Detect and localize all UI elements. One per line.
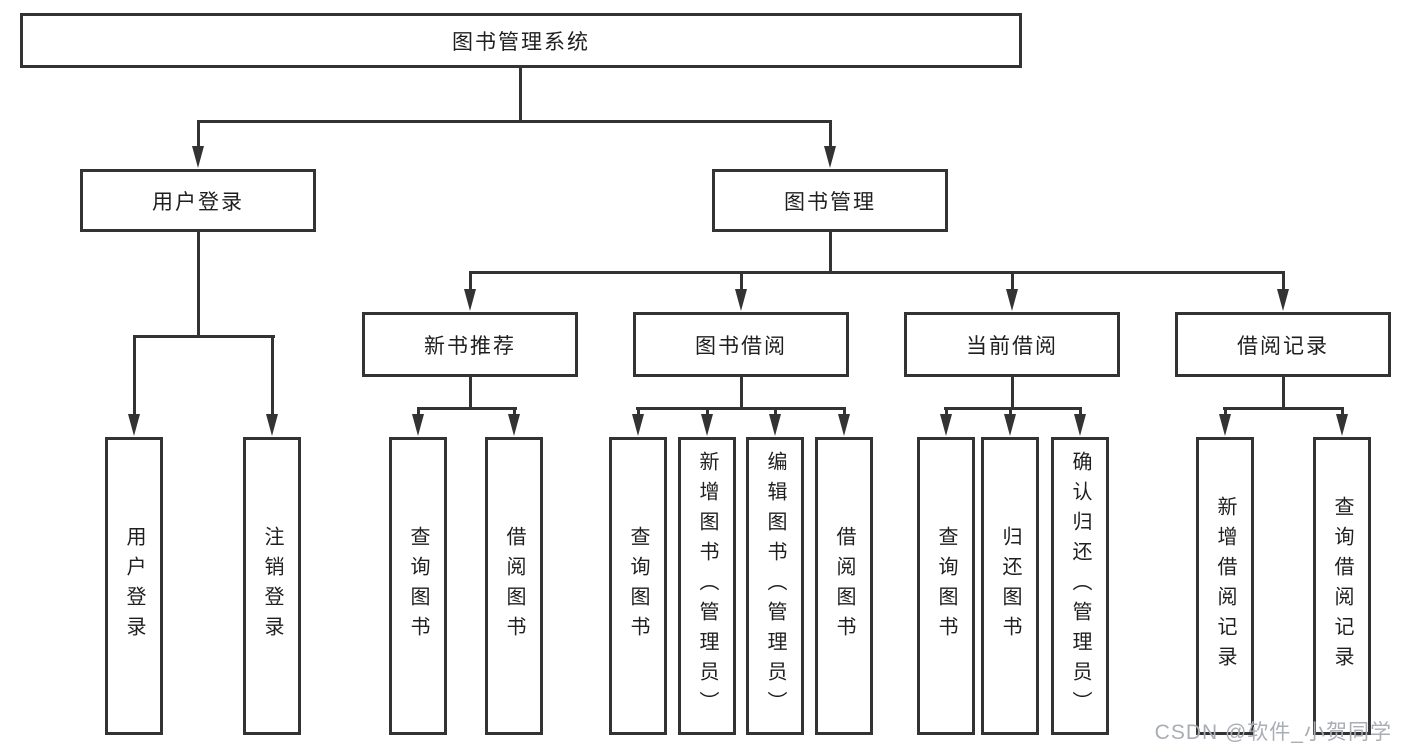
leaf-logout: 注销登录 [243, 437, 301, 735]
root-arrow-stem-right [829, 120, 832, 148]
node-book-management-label: 图书管理 [784, 190, 876, 214]
leaf-nbr-query-book: 查询图书 [389, 437, 447, 735]
leaf-bb-borrow-book-label: 借阅图书 [833, 526, 855, 646]
leaf-user-login: 用户登录 [105, 437, 163, 735]
bm-arrow-stem-1 [469, 271, 472, 293]
user-login-arrow-stem-2 [271, 335, 274, 416]
leaf-nbr-borrow-book-label: 借阅图书 [503, 526, 525, 646]
bm-arrow-stem-2 [740, 271, 743, 293]
bb-arrow-stem-3 [774, 407, 777, 419]
leaf-cb-return-book-label: 归还图书 [999, 526, 1021, 646]
cb-arrow-stem-1 [945, 407, 948, 419]
nbr-stem-line [469, 377, 472, 409]
leaf-bb-borrow-book: 借阅图书 [815, 437, 873, 735]
arrowhead-cb-return-book [1004, 414, 1016, 436]
br-arrow-stem-2 [1341, 407, 1344, 419]
cb-arrow-stem-2 [1009, 407, 1012, 419]
br-branch-line [1223, 407, 1344, 410]
leaf-cb-confirm-return-admin: 确认归还（管理员） [1051, 437, 1109, 735]
arrowhead-to-leaf-logout [266, 414, 278, 436]
nbr-arrow-stem-2 [513, 407, 516, 419]
leaf-bb-query-book-label: 查询图书 [627, 526, 649, 646]
node-book-management: 图书管理 [712, 169, 948, 232]
leaf-nbr-query-book-label: 查询图书 [407, 526, 429, 646]
node-current-borrowing-label: 当前借阅 [966, 334, 1058, 358]
leaf-cb-confirm-return-admin-label: 确认归还（管理员） [1069, 451, 1091, 721]
bm-arrow-stem-4 [1282, 271, 1285, 293]
node-new-book-recommendation: 新书推荐 [362, 312, 578, 377]
user-login-stem-line [197, 232, 200, 335]
node-current-borrowing: 当前借阅 [904, 312, 1120, 377]
bm-arrow-stem-3 [1011, 271, 1014, 293]
leaf-br-query-record-label: 查询借阅记录 [1331, 496, 1353, 676]
arrowhead-br-add-record [1219, 414, 1231, 436]
cb-stem-line [1011, 377, 1014, 409]
nbr-arrow-stem-1 [417, 407, 420, 419]
book-management-branch-line [469, 271, 1285, 274]
arrowhead-nbr-borrow-book [508, 414, 520, 436]
user-login-branch-line [133, 335, 275, 338]
leaf-bb-query-book: 查询图书 [609, 437, 667, 735]
cb-branch-line [944, 407, 1082, 410]
user-login-arrow-stem-1 [133, 335, 136, 416]
arrowhead-to-book-management [824, 146, 836, 168]
arrowhead-bb-add-book [701, 414, 713, 436]
leaf-br-query-record: 查询借阅记录 [1313, 437, 1371, 735]
csdn-watermark: CSDN @软件_小贺同学 [1154, 721, 1392, 744]
arrowhead-br-query-record [1336, 414, 1348, 436]
leaf-br-add-record-label: 新增借阅记录 [1214, 496, 1236, 676]
root-arrow-stem-left [197, 120, 200, 148]
leaf-bb-edit-book-admin: 编辑图书（管理员） [746, 437, 804, 735]
bb-arrow-stem-4 [843, 407, 846, 419]
arrowhead-bb-edit-book [769, 414, 781, 436]
root-stem-line [519, 68, 522, 120]
leaf-cb-query-book: 查询图书 [917, 437, 975, 735]
arrowhead-to-user-login [192, 146, 204, 168]
leaf-cb-query-book-label: 查询图书 [935, 526, 957, 646]
arrowhead-to-new-book-recommendation [464, 289, 476, 311]
leaf-logout-label: 注销登录 [261, 526, 283, 646]
node-borrowing-records-label: 借阅记录 [1237, 334, 1329, 358]
arrowhead-to-book-borrowing [735, 289, 747, 311]
root-branch-line [197, 120, 832, 123]
arrowhead-nbr-query-book [412, 414, 424, 436]
bb-arrow-stem-1 [637, 407, 640, 419]
arrowhead-to-borrowing-records [1277, 289, 1289, 311]
node-borrowing-records: 借阅记录 [1175, 312, 1391, 377]
br-arrow-stem-1 [1224, 407, 1227, 419]
leaf-bb-add-book-admin: 新增图书（管理员） [678, 437, 736, 735]
arrowhead-cb-confirm-return [1074, 414, 1086, 436]
br-stem-line [1282, 377, 1285, 409]
leaf-cb-return-book: 归还图书 [981, 437, 1039, 735]
bb-arrow-stem-2 [706, 407, 709, 419]
arrowhead-bb-query-book [632, 414, 644, 436]
leaf-user-login-label: 用户登录 [123, 526, 145, 646]
node-root-label: 图书管理系统 [452, 30, 590, 54]
leaf-br-add-record: 新增借阅记录 [1196, 437, 1254, 735]
node-user-login: 用户登录 [80, 169, 316, 232]
cb-arrow-stem-3 [1079, 407, 1082, 419]
bb-stem-line [740, 377, 743, 409]
arrowhead-to-current-borrowing [1006, 289, 1018, 311]
node-book-borrowing-label: 图书借阅 [695, 334, 787, 358]
nbr-branch-line [417, 407, 517, 410]
leaf-nbr-borrow-book: 借阅图书 [485, 437, 543, 735]
leaf-bb-add-book-admin-label: 新增图书（管理员） [696, 451, 718, 721]
arrowhead-bb-borrow-book [838, 414, 850, 436]
leaf-bb-edit-book-admin-label: 编辑图书（管理员） [764, 451, 786, 721]
node-user-login-label: 用户登录 [152, 190, 244, 214]
node-book-borrowing: 图书借阅 [633, 312, 849, 377]
bb-branch-line [636, 407, 846, 410]
arrowhead-to-leaf-user-login [128, 414, 140, 436]
arrowhead-cb-query-book [940, 414, 952, 436]
node-root: 图书管理系统 [20, 13, 1022, 68]
node-new-book-recommendation-label: 新书推荐 [424, 334, 516, 358]
book-management-stem-line [829, 232, 832, 271]
